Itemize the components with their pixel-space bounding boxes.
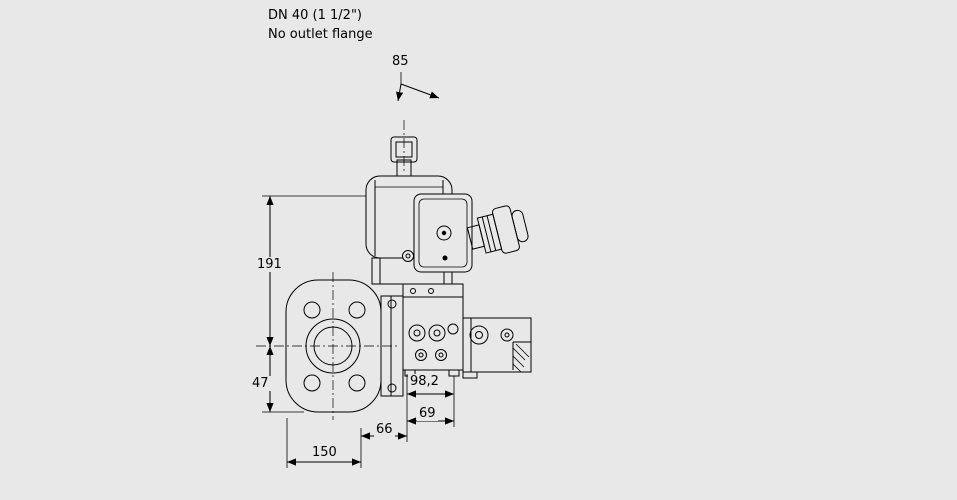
body-screw — [410, 288, 416, 294]
dim-150-label: 150 — [310, 445, 339, 460]
body-screw — [447, 323, 459, 335]
flange-outline — [285, 279, 382, 413]
actuator-stem — [396, 159, 412, 177]
drawing-title: DN 40 (1 1/2") No outlet flange — [268, 6, 373, 44]
dim-191-label: 191 — [255, 257, 284, 272]
actuator-cap — [390, 136, 418, 163]
gland-body — [492, 205, 520, 254]
dim-69-lines — [407, 376, 455, 427]
outlet-screw — [469, 325, 489, 345]
body-screw — [408, 324, 426, 342]
indicator-screw — [402, 250, 414, 262]
bolt-hole — [348, 374, 366, 392]
cable-gland — [466, 205, 529, 254]
bolt-hole — [303, 374, 321, 392]
terminal-box — [413, 193, 473, 273]
body-foot — [448, 369, 460, 377]
bracket-hatching — [512, 343, 530, 373]
body-screw — [428, 324, 446, 342]
dim-85-label: 85 — [390, 54, 411, 69]
adapter-bolt — [387, 383, 397, 393]
dim-150-lines — [286, 418, 362, 468]
cap-inner — [395, 141, 413, 158]
gland-cap — [511, 209, 529, 243]
terminal-screw — [436, 225, 452, 241]
bolt-hole — [348, 301, 366, 319]
dim-47-label: 47 — [250, 376, 271, 391]
outlet-attachment — [462, 317, 532, 379]
flange-raised-face — [305, 318, 361, 374]
body-screw — [428, 288, 434, 294]
dim-69-label: 69 — [417, 406, 438, 421]
outlet-screw — [500, 328, 514, 342]
terminal-dot — [442, 255, 448, 261]
drawing-title-line1: DN 40 (1 1/2") — [268, 8, 362, 23]
adapter-bolt — [387, 299, 397, 309]
flange-front-view — [285, 279, 382, 413]
body-screw — [435, 349, 447, 361]
dim-66-label: 66 — [374, 422, 395, 437]
valve-body — [402, 283, 464, 377]
dim-85-lines — [396, 72, 440, 102]
bolt-hole — [303, 301, 321, 319]
drawing-title-line2: No outlet flange — [268, 27, 373, 42]
outlet-foot — [462, 371, 478, 379]
dim-98-label: 98,2 — [408, 374, 441, 389]
cap-outer — [390, 136, 418, 163]
body-screw — [415, 349, 427, 361]
flange-bore — [313, 326, 353, 366]
center-lines — [256, 120, 405, 420]
